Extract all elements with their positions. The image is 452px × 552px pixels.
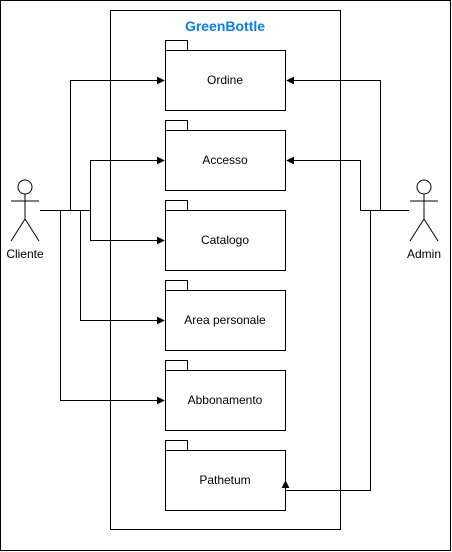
package-ordine[interactable]: Ordine xyxy=(165,40,286,111)
edge-admin-accesso xyxy=(286,156,361,211)
stick-figure-icon xyxy=(409,179,439,242)
package-label: Accesso xyxy=(202,153,248,167)
package-label: Abbonamento xyxy=(188,393,263,407)
package-body xyxy=(165,370,286,431)
edge-admin-pathetum xyxy=(281,210,371,491)
edge-cliente-accesso xyxy=(90,156,165,211)
package-tab xyxy=(165,120,188,131)
package-tab xyxy=(165,360,188,371)
package-body xyxy=(165,450,286,511)
package-pathetum[interactable]: Pathetum xyxy=(165,440,286,511)
edge-admin-ordine xyxy=(286,76,381,211)
package-abbonamento[interactable]: Abbonamento xyxy=(165,360,286,431)
system-boundary xyxy=(110,10,341,530)
package-label: Catalogo xyxy=(201,233,249,247)
package-accesso[interactable]: Accesso xyxy=(165,120,286,191)
package-tab xyxy=(165,440,188,451)
package-label: Pathetum xyxy=(199,473,250,487)
package-catalogo[interactable]: Catalogo xyxy=(165,200,286,271)
edge-cliente-abbonamento xyxy=(60,210,165,405)
package-body xyxy=(165,130,286,191)
actor-label: Cliente xyxy=(6,247,44,261)
stick-figure-icon xyxy=(10,179,40,242)
system-title: GreenBottle xyxy=(185,18,265,34)
edge-cliente-catalogo xyxy=(90,210,165,245)
actor-cliente[interactable]: Cliente xyxy=(6,179,44,261)
package-label: Ordine xyxy=(207,73,243,87)
package-tab xyxy=(165,40,188,51)
package-body xyxy=(165,50,286,111)
package-body xyxy=(165,210,286,271)
actor-admin[interactable]: Admin xyxy=(407,179,441,261)
package-body xyxy=(165,290,286,351)
package-tab xyxy=(165,200,188,211)
package-area-personale[interactable]: Area personale xyxy=(165,280,286,351)
package-tab xyxy=(165,280,188,291)
edge-cliente-ordine xyxy=(70,76,165,211)
package-label: Area personale xyxy=(184,313,266,327)
actor-label: Admin xyxy=(407,247,441,261)
edge-cliente-area-personale xyxy=(80,210,165,325)
